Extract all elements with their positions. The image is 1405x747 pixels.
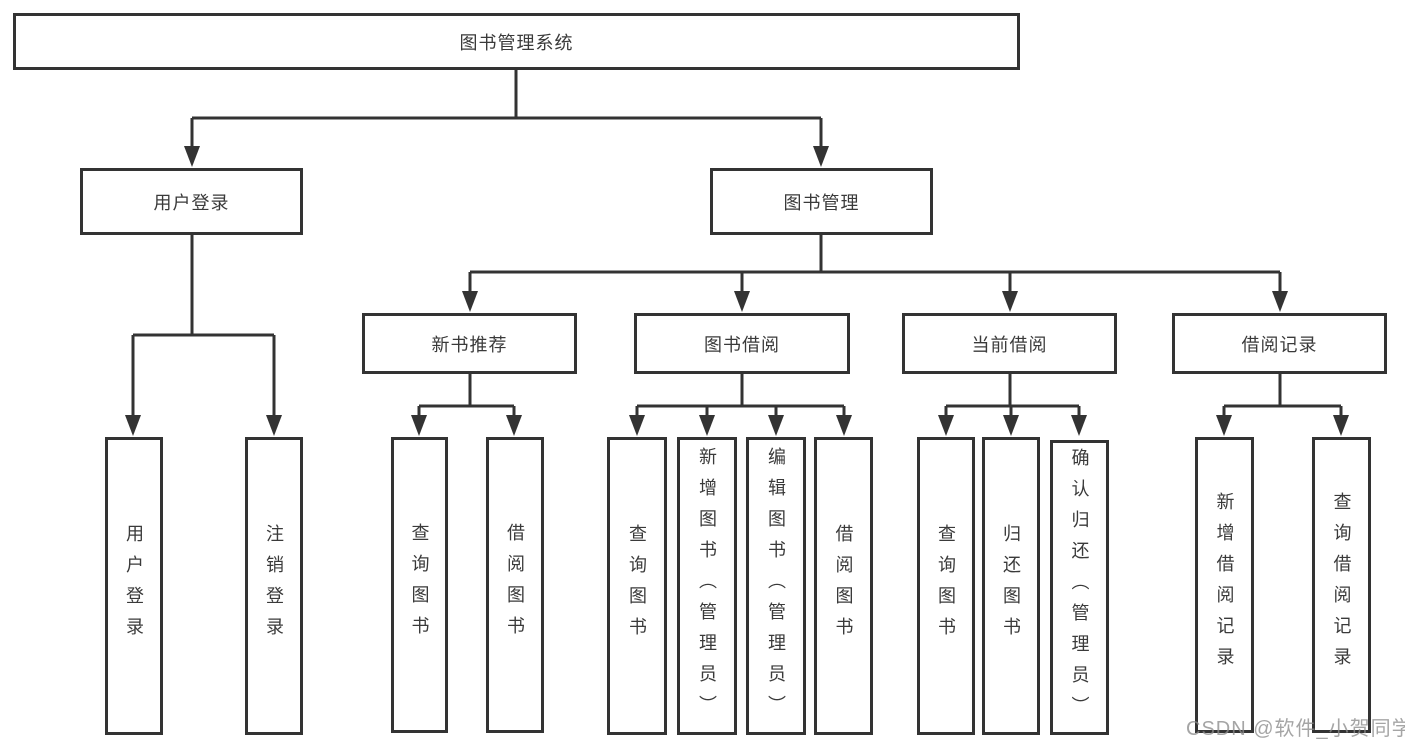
arrow-down-icon <box>1333 415 1349 436</box>
leaf-bb-borrow-books: 借阅图书 <box>814 437 873 735</box>
arrow-down-icon <box>1002 291 1018 312</box>
csdn-watermark: CSDN @软件_小贺同学 <box>1186 718 1405 740</box>
node-book-borrowing: 图书借阅 <box>634 313 850 374</box>
node-label: 图书借阅 <box>704 334 780 355</box>
wire-book-borrowing <box>635 374 846 418</box>
arrow-down-icon <box>1071 415 1087 436</box>
arrow-down-icon <box>1216 415 1232 436</box>
leaf-rec-borrow-books: 借阅图书 <box>486 437 544 733</box>
arrow-down-icon <box>1272 291 1288 312</box>
node-user-login: 用户登录 <box>80 168 303 235</box>
wire-book-management <box>468 235 1282 294</box>
node-current-borrowing: 当前借阅 <box>902 313 1117 374</box>
arrow-down-icon <box>462 291 478 312</box>
node-label: 新书推荐 <box>431 334 508 355</box>
leaf-bb-edit-books-admin: 编辑图书（管理员） <box>746 437 806 735</box>
node-label: 归还图书 <box>1001 524 1021 648</box>
node-label: 新增图书（管理员） <box>697 446 717 726</box>
node-library-system: 图书管理系统 <box>13 13 1020 70</box>
node-label: 注销登录 <box>264 524 284 648</box>
leaf-bb-add-books-admin: 新增图书（管理员） <box>677 437 737 735</box>
node-label: 确认归还（管理员） <box>1069 448 1090 727</box>
leaf-rec-query-books: 查询图书 <box>391 437 448 733</box>
arrow-down-icon <box>813 146 829 167</box>
arrow-down-icon <box>266 415 282 436</box>
leaf-cb-return-books: 归还图书 <box>982 437 1040 735</box>
node-label: 查询借阅记录 <box>1331 492 1352 678</box>
leaf-bb-query-books: 查询图书 <box>607 437 667 735</box>
arrow-down-icon <box>768 415 784 436</box>
node-label: 借阅图书 <box>505 523 525 647</box>
wire-user-login <box>131 235 276 418</box>
leaf-user-login: 用户登录 <box>105 437 163 735</box>
leaf-logout: 注销登录 <box>245 437 303 735</box>
wire-new-book-recommend <box>417 374 516 418</box>
node-book-management: 图书管理 <box>710 168 933 235</box>
node-new-book-recommend: 新书推荐 <box>362 313 577 374</box>
arrow-down-icon <box>184 146 200 167</box>
arrow-down-icon <box>629 415 645 436</box>
node-label: 图书管理 <box>783 192 860 213</box>
node-label: 用户登录 <box>124 524 144 648</box>
node-label: 查询图书 <box>627 524 647 648</box>
leaf-br-query-record: 查询借阅记录 <box>1312 437 1371 733</box>
arrow-down-icon <box>411 415 427 436</box>
wire-root <box>190 70 823 150</box>
node-label: 借阅记录 <box>1241 334 1318 355</box>
wire-borrow-records <box>1222 374 1343 418</box>
node-label: 借阅图书 <box>833 524 854 648</box>
node-label: 当前借阅 <box>971 334 1048 355</box>
leaf-cb-query-books: 查询图书 <box>917 437 975 735</box>
leaf-br-add-record: 新增借阅记录 <box>1195 437 1254 733</box>
node-label: 用户登录 <box>153 192 230 213</box>
node-borrow-records: 借阅记录 <box>1172 313 1387 374</box>
arrow-down-icon <box>734 291 750 312</box>
leaf-cb-confirm-return-admin: 确认归还（管理员） <box>1050 440 1109 735</box>
arrow-down-icon <box>125 415 141 436</box>
wire-current-borrowing <box>944 374 1081 418</box>
node-label: 新增借阅记录 <box>1214 492 1235 678</box>
node-label: 查询图书 <box>936 524 956 648</box>
node-label: 查询图书 <box>409 523 430 647</box>
arrow-down-icon <box>938 415 954 436</box>
arrow-down-icon <box>506 415 522 436</box>
node-label: 图书管理系统 <box>459 32 574 53</box>
arrow-down-icon <box>836 415 852 436</box>
arrow-down-icon <box>699 415 715 436</box>
node-label: 编辑图书（管理员） <box>766 446 786 726</box>
arrow-down-icon <box>1003 415 1019 436</box>
